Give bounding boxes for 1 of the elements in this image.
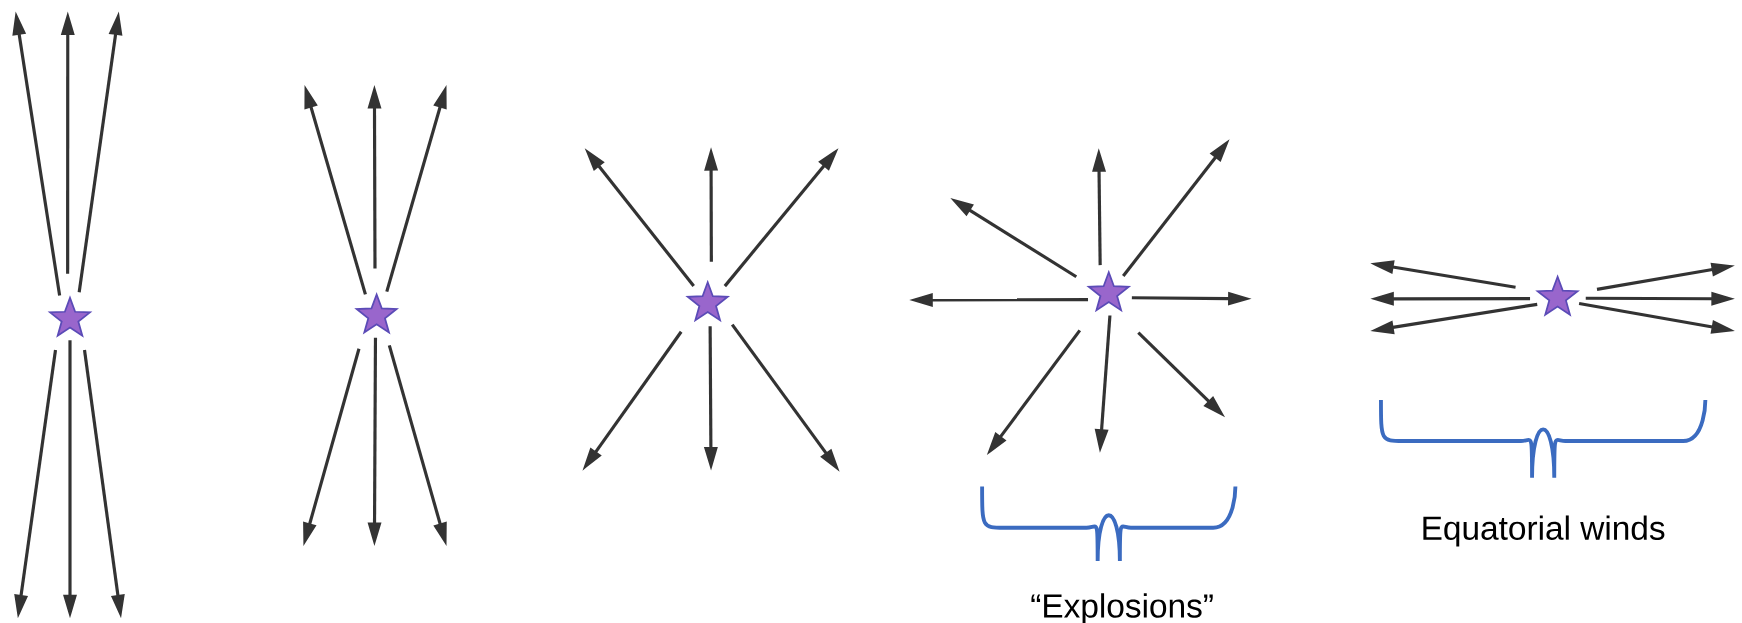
caption-text: Equatorial winds [1423,515,1665,547]
